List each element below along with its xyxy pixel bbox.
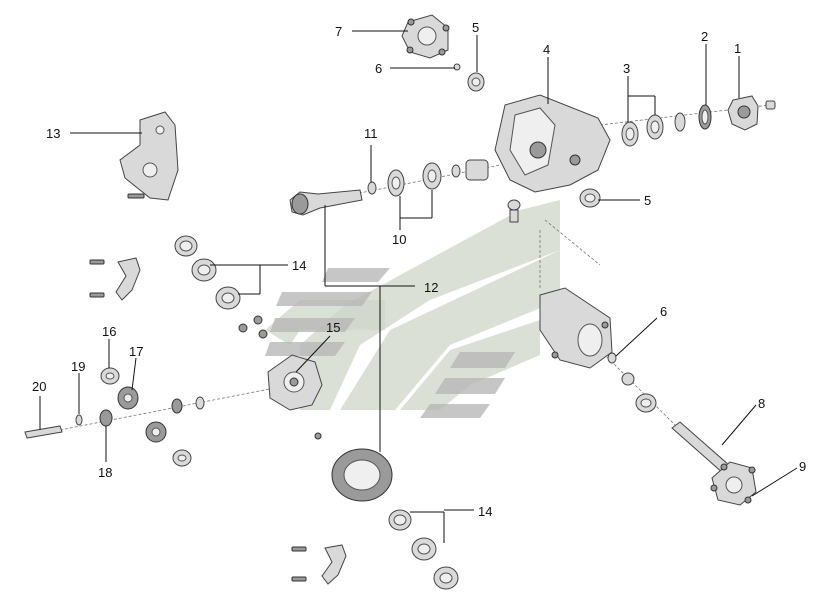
part-19-ring: [75, 414, 83, 426]
part-13-bracket: [119, 111, 179, 201]
leader-lines: [39, 30, 798, 543]
part-clamp-bottom: [291, 544, 347, 585]
part-ring-gear: [331, 448, 393, 502]
callout-15: 15: [326, 320, 340, 335]
callout-7: 7: [335, 24, 342, 39]
callout-18: 18: [98, 465, 112, 480]
part-6-washer-lower: [607, 352, 657, 413]
part-20-pin: [24, 425, 63, 439]
callout-8: 8: [758, 396, 765, 411]
callout-13: 13: [46, 126, 60, 141]
part-6-washer-upper: [453, 63, 461, 71]
part-plug-bolt: [507, 199, 521, 223]
callout-5-right: 5: [644, 193, 651, 208]
callout-12: 12: [424, 280, 438, 295]
callout-16: 16: [102, 324, 116, 339]
part-3-bearings: [621, 112, 686, 147]
part-5-nut-upper: [467, 72, 485, 92]
callout-9: 9: [799, 459, 806, 474]
part-pinion-gears: [145, 396, 322, 467]
callout-labels: 1 2 3 4 5 5 6 6 7 8 9 10 11 12 13 14 14 …: [32, 20, 806, 519]
callout-19: 19: [71, 359, 85, 374]
part-axle-housing-right: [539, 287, 613, 369]
part-clamp-left: [89, 257, 141, 301]
part-9-hub-flange: [710, 461, 757, 506]
part-1-flange: [727, 95, 776, 131]
part-16-washer: [100, 367, 120, 385]
callout-5-upper: 5: [472, 20, 479, 35]
callout-1: 1: [734, 41, 741, 56]
callout-3: 3: [623, 61, 630, 76]
part-12-pinion-shaft: [289, 189, 363, 216]
callout-2: 2: [701, 29, 708, 44]
watermark-logo: [265, 200, 560, 418]
part-17-side-gear: [117, 386, 139, 410]
part-2-oil-seal: [698, 104, 712, 130]
callout-14-upper: 14: [292, 258, 306, 273]
callout-11: 11: [364, 126, 378, 141]
part-7-cap: [401, 14, 450, 59]
part-14-bearing-set-upper: [174, 235, 241, 310]
callout-20: 20: [32, 379, 46, 394]
part-11-ring: [367, 181, 377, 195]
part-5-nut-right: [579, 188, 601, 208]
callout-4: 4: [543, 42, 550, 57]
part-18-gear: [99, 409, 113, 427]
callout-6-lower: 6: [660, 304, 667, 319]
callout-17: 17: [129, 344, 143, 359]
part-4-housing: [494, 94, 611, 193]
part-10-bearings: [387, 159, 489, 197]
part-small-bolts: [238, 315, 268, 339]
part-15-differential-case: [267, 354, 323, 411]
callout-10: 10: [392, 232, 406, 247]
callout-14-lower: 14: [478, 504, 492, 519]
callout-6-upper: 6: [375, 61, 382, 76]
part-14-bearing-set-lower: [388, 509, 459, 590]
